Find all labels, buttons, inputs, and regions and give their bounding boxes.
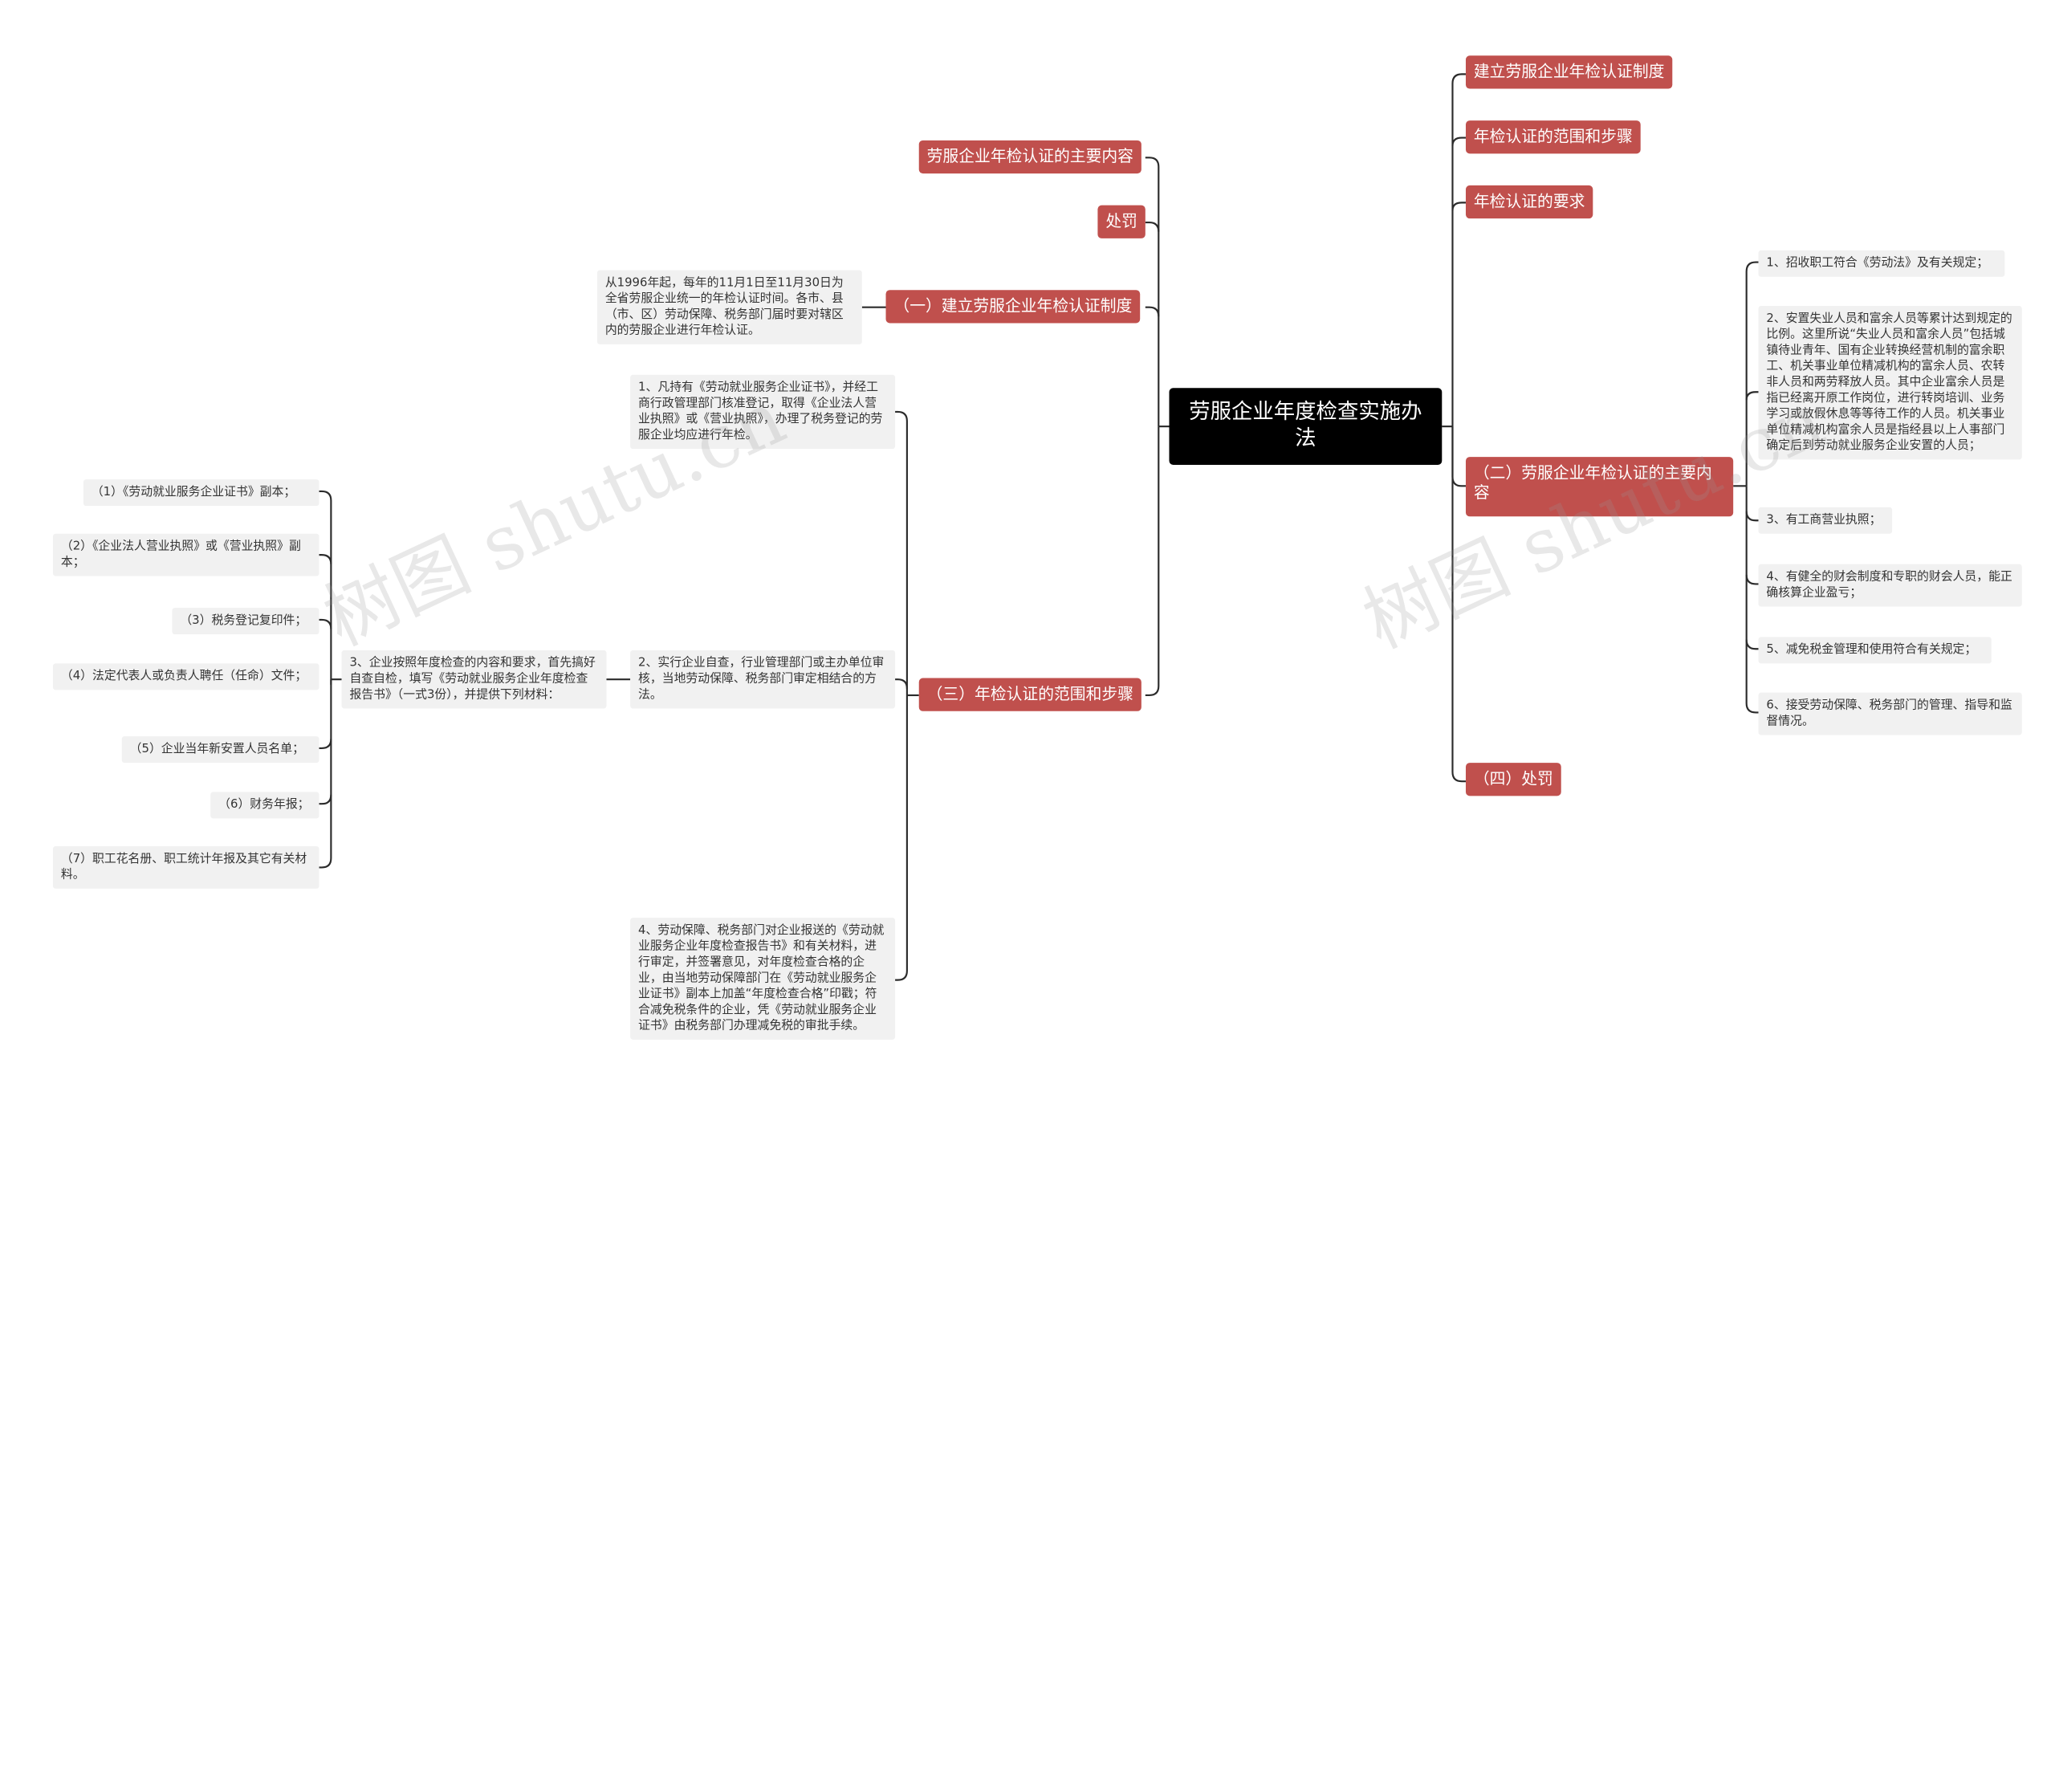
link-b4-item6 [1745,486,1759,714]
material-item-4[interactable]: （4）法定代表人或负责人聘任（任命）文件； [52,663,319,690]
link-right-b5 [1451,426,1466,783]
link-mat1 [319,490,332,680]
scope-item-4[interactable]: 4、劳动保障、税务部门对企业报送的《劳动就业服务企业年度检查报告书》和有关材料，… [630,918,896,1040]
requirement-item-4[interactable]: 4、有健全的财会制度和专职的财会人员，能正确核算企业盈亏； [1758,564,2022,607]
branch-left-2[interactable]: 处罚 [1097,205,1146,238]
scope-item-3[interactable]: 3、企业按照年度检查的内容和要求，首先搞好自查自检，填写《劳动就业服务企业年度检… [341,650,607,709]
material-item-5[interactable]: （5）企业当年新安置人员名单； [121,736,319,764]
branch-right-2[interactable]: 年检认证的范围和步骤 [1465,120,1641,154]
connector-lines [319,73,1759,981]
branch-right-1[interactable]: 建立劳服企业年检认证制度 [1465,55,1673,89]
branch-left-4[interactable]: （三）年检认证的范围和步骤 [918,678,1141,711]
requirement-item-3[interactable]: 3、有工商营业执照； [1758,507,1893,534]
link-left-b1 [1145,157,1160,427]
system-leaf[interactable]: 从1996年起，每年的11月1日至11月30日为全省劳服企业统一的年检认证时间。… [596,270,862,344]
branch-left-3[interactable]: （一）建立劳服企业年检认证制度 [885,290,1141,324]
link-b4-item4 [1745,574,1759,585]
link-right-b3 [1451,202,1466,211]
material-item-2[interactable]: （2）《企业法人营业执照》或《营业执照》副本； [52,533,319,576]
link-left-b4 [1145,426,1160,697]
link-b4l-item1 [895,410,908,695]
link-b4l-item4 [895,694,908,981]
link-right-b1 [1451,73,1466,427]
root-topic[interactable]: 劳服企业年度检查实施办法 [1169,388,1443,465]
branch-right-3[interactable]: 年检认证的要求 [1465,185,1593,219]
link-mat7 [319,679,332,869]
link-right-b2 [1451,136,1466,146]
requirement-item-5[interactable]: 5、减免税金管理和使用符合有关规定； [1758,637,1992,664]
link-left-b2 [1145,222,1160,232]
link-b4-item2 [1745,391,1759,401]
link-mat6 [319,794,332,805]
branch-right-4[interactable]: （二）劳服企业年检认证的主要内容 [1465,457,1734,517]
requirement-item-6[interactable]: 6、接受劳动保障、税务部门的管理、指导和监督情况。 [1758,692,2022,735]
link-left-b3 [1145,306,1160,317]
material-item-6[interactable]: （6）财务年报； [210,792,319,819]
requirement-item-1[interactable]: 1、招收职工符合《劳动法》及有关规定； [1758,250,2005,277]
link-right-b4 [1451,426,1466,487]
branch-left-1[interactable]: 劳服企业年检认证的主要内容 [918,140,1141,174]
requirement-item-2[interactable]: 2、安置失业人员和富余人员等累计达到规定的比例。这里所说“失业人员和富余人员”包… [1758,306,2022,460]
material-item-1[interactable]: （1）《劳动就业服务企业证书》副本； [83,479,319,507]
link-b4l-item2 [895,678,908,689]
scope-item-1[interactable]: 1、凡持有《劳动就业服务企业证书》，并经工商行政管理部门核准登记，取得《企业法人… [630,374,896,450]
link-mat3 [319,618,332,629]
link-mat2 [319,554,332,564]
link-b4-item3 [1745,511,1759,522]
branch-right-5[interactable]: （四）处罚 [1465,763,1561,796]
material-item-7[interactable]: （7）职工花名册、职工统计年报及其它有关材料。 [52,846,319,889]
material-item-3[interactable]: （3）税务登记复印件； [172,608,319,635]
scope-item-2[interactable]: 2、实行企业自查，行业管理部门或主办单位审核，当地劳动保障、税务部门审定相结合的… [630,650,896,709]
link-b4-item1 [1745,261,1759,487]
link-b4-item5 [1745,639,1759,650]
link-mat5 [319,739,332,750]
